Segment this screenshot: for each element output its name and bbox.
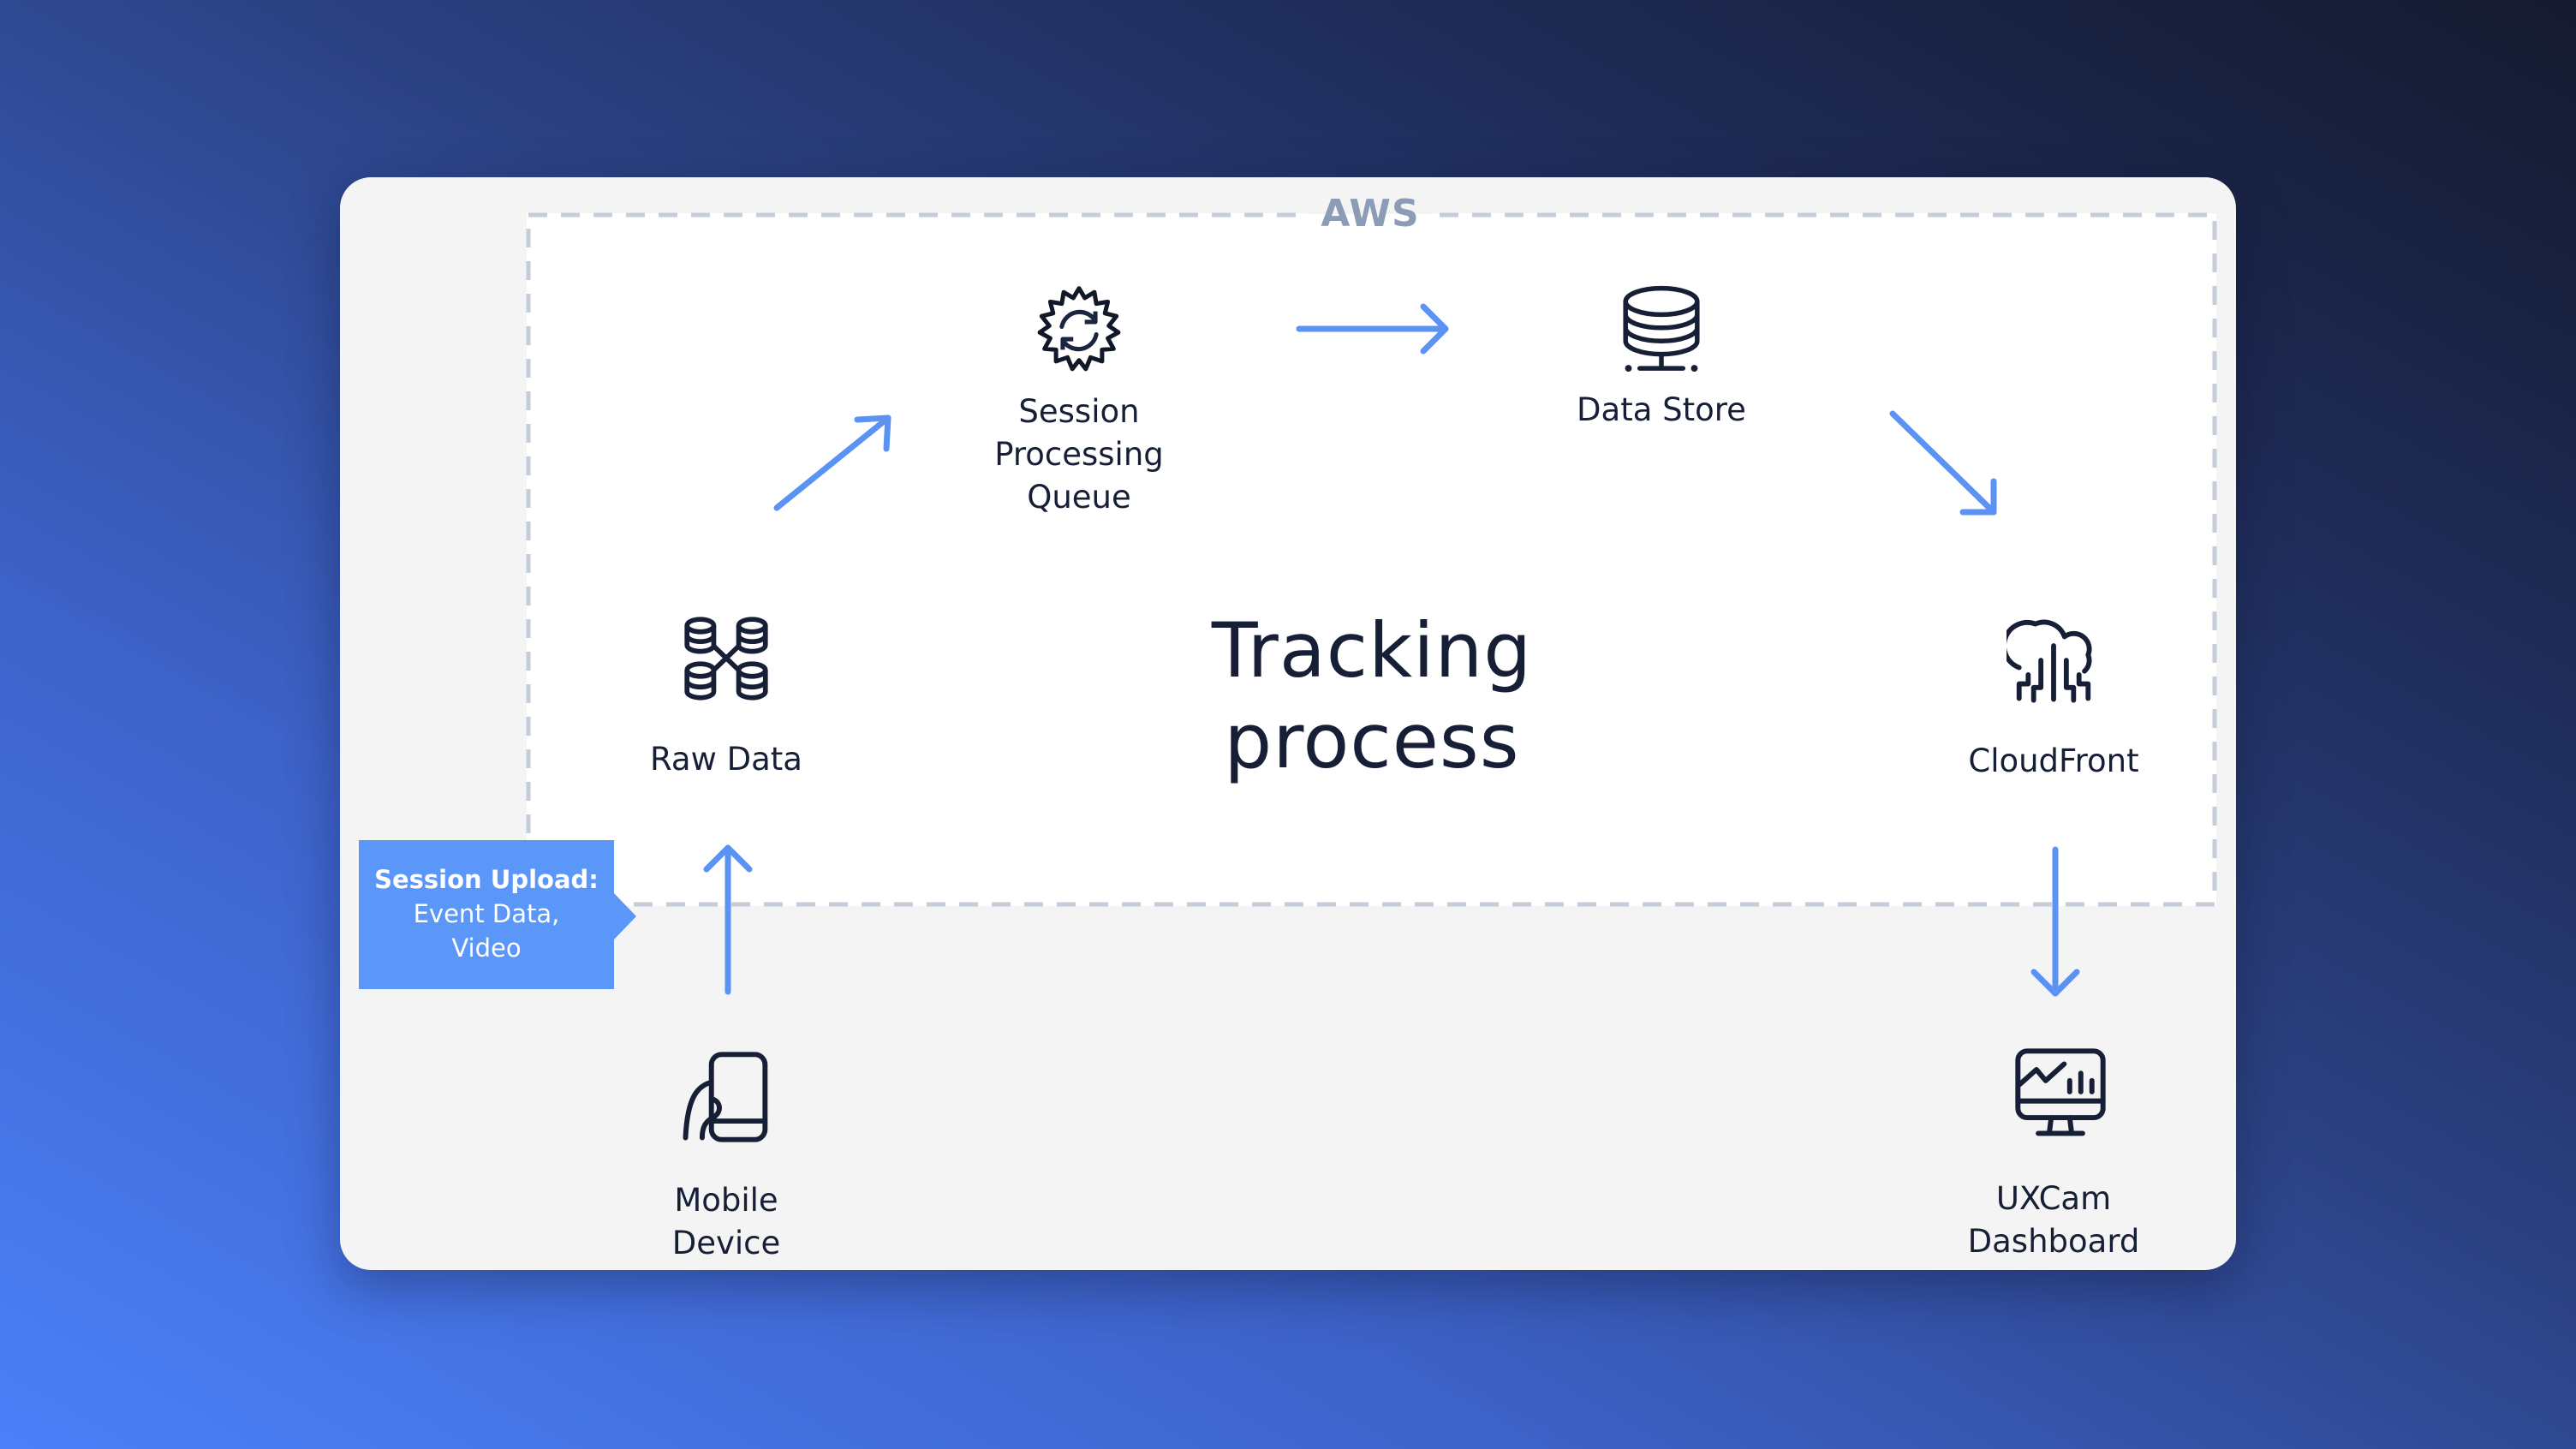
- aws-dashed-border: [526, 212, 2217, 907]
- raw-data-label: Raw Data: [650, 741, 802, 778]
- uxcam-dashboard-label-line-1: UXCam: [1995, 1180, 2112, 1217]
- data-store-label: Data Store: [1577, 391, 1746, 428]
- node-cloudfront: CloudFront: [1925, 615, 2182, 783]
- node-session-processing-queue: Session Processing Queue: [951, 283, 1208, 519]
- session-queue-label-line-1: Session: [1018, 393, 1140, 430]
- callout-line-3: Video: [451, 933, 522, 963]
- node-mobile-device: Mobile Device: [598, 1049, 855, 1265]
- node-uxcam-dashboard: UXCam Dashboard: [1925, 1047, 2182, 1263]
- session-queue-label-line-2: Processing: [994, 436, 1164, 473]
- callout-title: Session Upload:: [374, 865, 599, 894]
- mobile-device-label-line-2: Device: [671, 1225, 781, 1261]
- database-server-icon: [1623, 285, 1700, 373]
- session-upload-callout: Session Upload: Event Data, Video: [359, 840, 636, 989]
- node-raw-data: Raw Data: [598, 615, 855, 781]
- session-queue-label-line-3: Queue: [1027, 479, 1131, 516]
- aws-boundary: [526, 212, 2217, 907]
- distributed-database-icon: [684, 617, 768, 701]
- title-line-2: process: [1224, 697, 1520, 785]
- diagram-card: AWS Tracking process Session Processing …: [340, 177, 2236, 1270]
- aws-label: AWS: [1306, 192, 1434, 236]
- mobile-device-label-line-1: Mobile: [674, 1182, 778, 1219]
- node-data-store: Data Store: [1533, 283, 1790, 432]
- title-line-1: Tracking: [1211, 606, 1533, 695]
- monitor-analytics-icon: [2015, 1048, 2106, 1136]
- callout-line-2: Event Data,: [413, 899, 560, 928]
- cloudfront-label: CloudFront: [1968, 742, 2139, 779]
- uxcam-dashboard-label-line-2: Dashboard: [1967, 1223, 2140, 1260]
- gear-sync-icon: [1037, 286, 1121, 372]
- hand-holding-phone-icon: [683, 1052, 768, 1142]
- diagram-title: Tracking process: [1196, 605, 1547, 787]
- cloud-network-icon: [2007, 619, 2092, 703]
